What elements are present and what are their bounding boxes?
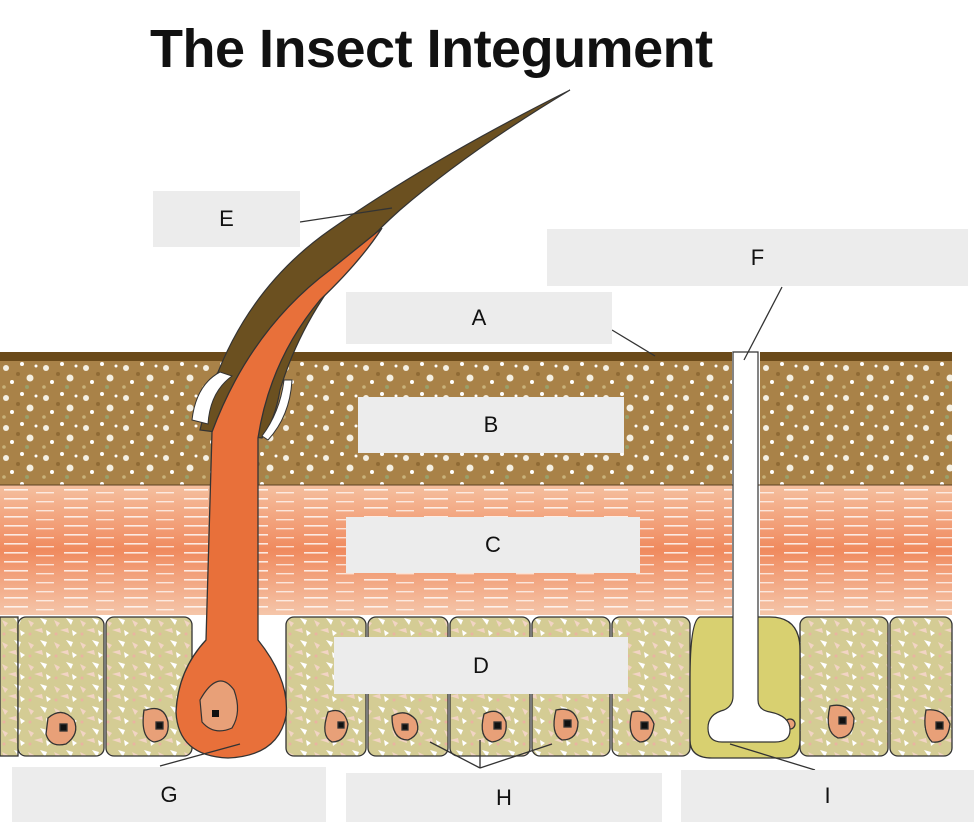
seta-inner-core (175, 227, 383, 759)
label-box-b[interactable]: B (358, 397, 624, 453)
label-box-g[interactable]: G (12, 767, 326, 822)
exocuticle-layer-right (760, 361, 952, 485)
cell-nuclei (45, 704, 951, 746)
label-box-i[interactable]: I (681, 770, 974, 822)
endocuticle-lines-right (760, 485, 952, 615)
epicuticle-layer-right (760, 352, 952, 361)
seta-socket (191, 371, 234, 425)
leader-lines (159, 207, 816, 771)
label-box-e[interactable]: E (153, 191, 300, 247)
seta-socket-right (261, 379, 293, 441)
label-box-f[interactable]: F (547, 229, 968, 286)
diagram-title: The Insect Integument (150, 19, 713, 79)
label-box-a[interactable]: A (346, 292, 612, 344)
label-box-h[interactable]: H (346, 773, 662, 822)
trichogen-nucleus (199, 680, 239, 732)
epicuticle-layer-left (0, 352, 732, 361)
label-box-d[interactable]: D (334, 637, 628, 694)
seta-outer-sheath (199, 89, 571, 439)
gland-duct (707, 351, 791, 743)
label-box-c[interactable]: C (346, 517, 640, 573)
trichogen-nucleus-dot (212, 710, 219, 717)
